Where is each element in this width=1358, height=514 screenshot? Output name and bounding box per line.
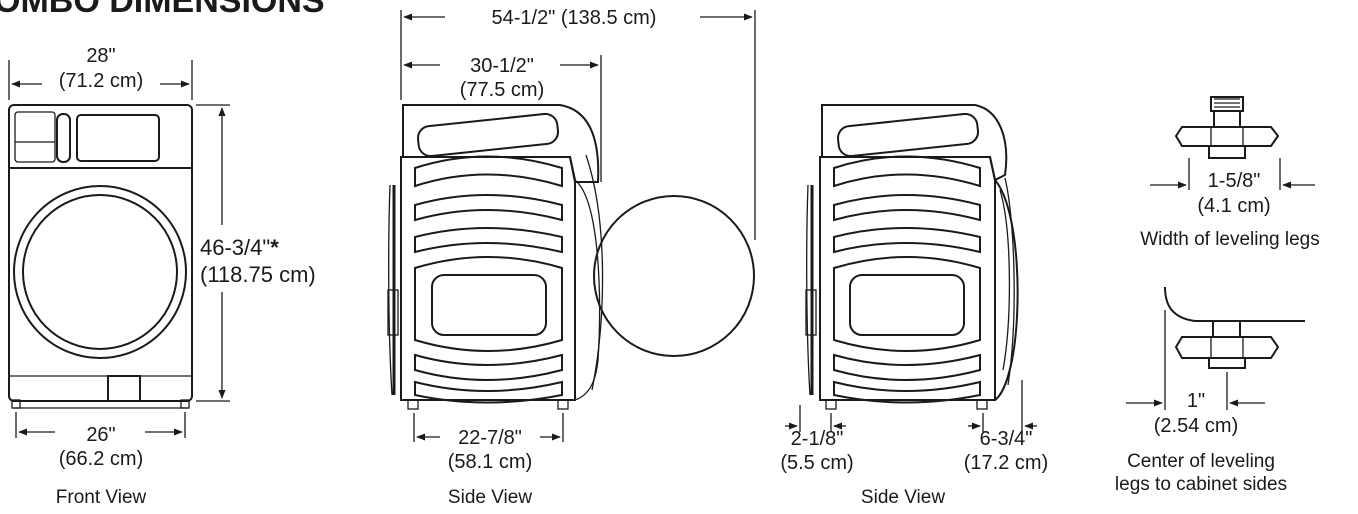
- door-open-depth: 54-1/2" (138.5 cm): [492, 7, 657, 29]
- closed-door-profile: [994, 179, 1019, 401]
- leveling-leg-width-detail: 1-5/8" (4.1 cm) Width of leveling legs: [1140, 96, 1320, 250]
- side-view-caption-1: Side View: [448, 487, 532, 508]
- front-view-caption: Front View: [56, 487, 147, 508]
- side-rib: [833, 194, 981, 222]
- side-rib: [833, 353, 981, 381]
- front-offset-cm: (17.2 cm): [964, 452, 1048, 474]
- front-view: 28" (71.2 cm) 46-3/4"* (118.75 cm) 26" (…: [8, 45, 316, 508]
- rear-hose-connector: [387, 289, 399, 336]
- leveling-leg-center-detail: 1" (2.54 cm) Center of leveling legs to …: [1115, 286, 1305, 495]
- leveling-leg-nut: [1174, 336, 1280, 359]
- page-title: OMBO DIMENSIONS: [0, 0, 325, 20]
- side-rib: [833, 155, 981, 188]
- side-view-closed: 2-1/8" (5.5 cm) 6-3/4" (17.2 cm) Side Vi…: [780, 104, 1048, 508]
- side-feet-cm: (58.1 cm): [448, 451, 532, 473]
- side-view-caption-2: Side View: [861, 487, 945, 508]
- leg-width-caption: Width of leveling legs: [1140, 229, 1320, 250]
- side-panel: [833, 256, 981, 352]
- side-rib: [414, 194, 563, 222]
- front-height-in: 46-3/4"*: [200, 235, 279, 260]
- front-door: [13, 185, 187, 359]
- cabinet-corner: [1164, 286, 1305, 322]
- side-rib: [414, 353, 563, 381]
- side-rib: [837, 112, 979, 158]
- side-rib: [833, 380, 981, 404]
- control-display: [76, 114, 160, 162]
- leg-center-caption-2: legs to cabinet sides: [1115, 474, 1287, 495]
- side-rib: [833, 227, 981, 254]
- front-width-cm: (71.2 cm): [59, 70, 143, 92]
- side-rib: [414, 155, 563, 188]
- leg-width-cm: (4.1 cm): [1197, 195, 1270, 217]
- side-view-open-door: 54-1/2" (138.5 cm) 30-1/2" (77.5 cm) 22-…: [387, 7, 756, 508]
- open-door: [593, 195, 755, 357]
- leg-width-in: 1-5/8": [1208, 170, 1261, 192]
- front-feet-cm: (66.2 cm): [59, 448, 143, 470]
- front-width-in: 28": [86, 45, 115, 67]
- access-panel: [107, 375, 141, 402]
- rear-offset-in: 2-1/8": [791, 428, 844, 450]
- leg-center-in: 1": [1187, 390, 1205, 412]
- leveling-leg-nut: [1174, 126, 1280, 147]
- leg-center-caption-1: Center of leveling: [1127, 451, 1275, 472]
- side-rib: [417, 112, 559, 158]
- drawer-handle: [56, 113, 71, 163]
- side-feet-in: 22-7/8": [458, 427, 522, 449]
- detergent-drawer: [14, 111, 56, 163]
- side-rib: [414, 380, 563, 404]
- side-rib: [414, 227, 563, 254]
- side-panel: [414, 256, 563, 352]
- side-depth-cm: (77.5 cm): [460, 79, 544, 101]
- side-depth-in: 30-1/2": [470, 55, 534, 77]
- rear-offset-cm: (5.5 cm): [780, 452, 853, 474]
- rear-hose-connector: [805, 289, 817, 336]
- front-height-cm: (118.75 cm): [200, 262, 316, 287]
- leg-center-cm: (2.54 cm): [1154, 415, 1238, 437]
- front-offset-in: 6-3/4": [980, 428, 1033, 450]
- front-feet-in: 26": [86, 424, 115, 446]
